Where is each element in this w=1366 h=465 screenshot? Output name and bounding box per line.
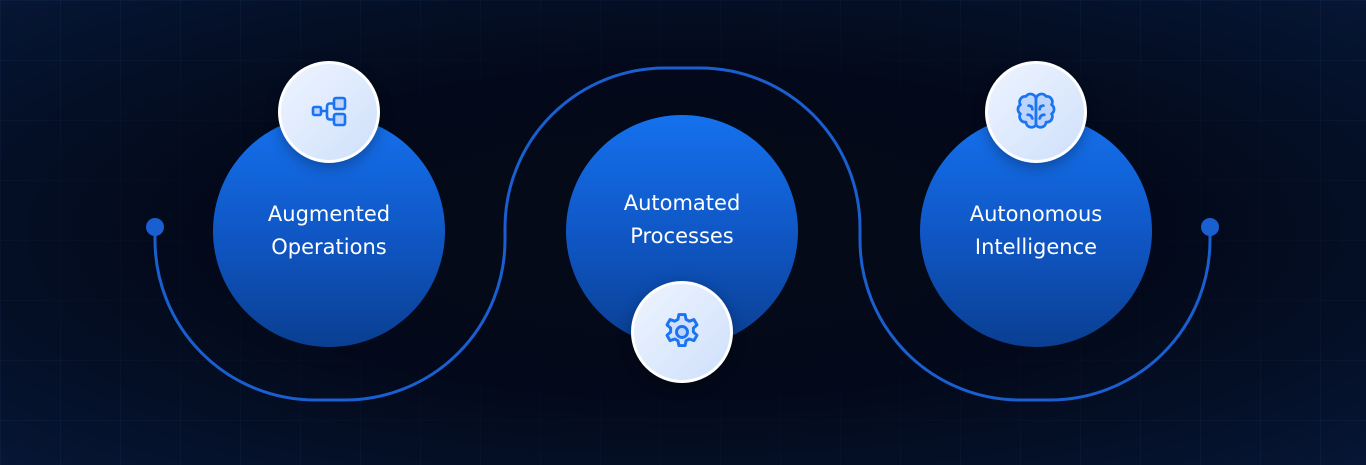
- brain-icon: [985, 61, 1087, 163]
- flowchart-icon: [278, 61, 380, 163]
- stage-label-line1: Automated: [623, 191, 741, 215]
- stage-label-line1: Augmented: [267, 202, 391, 226]
- stage-label-line2: Operations: [271, 235, 387, 259]
- gear-icon: [631, 281, 733, 383]
- stage-label-line2: Intelligence: [974, 235, 1098, 259]
- stage-label-line2: Processes: [630, 224, 734, 248]
- path-start-dot: [146, 218, 164, 236]
- path-end-dot: [1201, 218, 1219, 236]
- stage-label-line1: Autonomous: [969, 202, 1103, 226]
